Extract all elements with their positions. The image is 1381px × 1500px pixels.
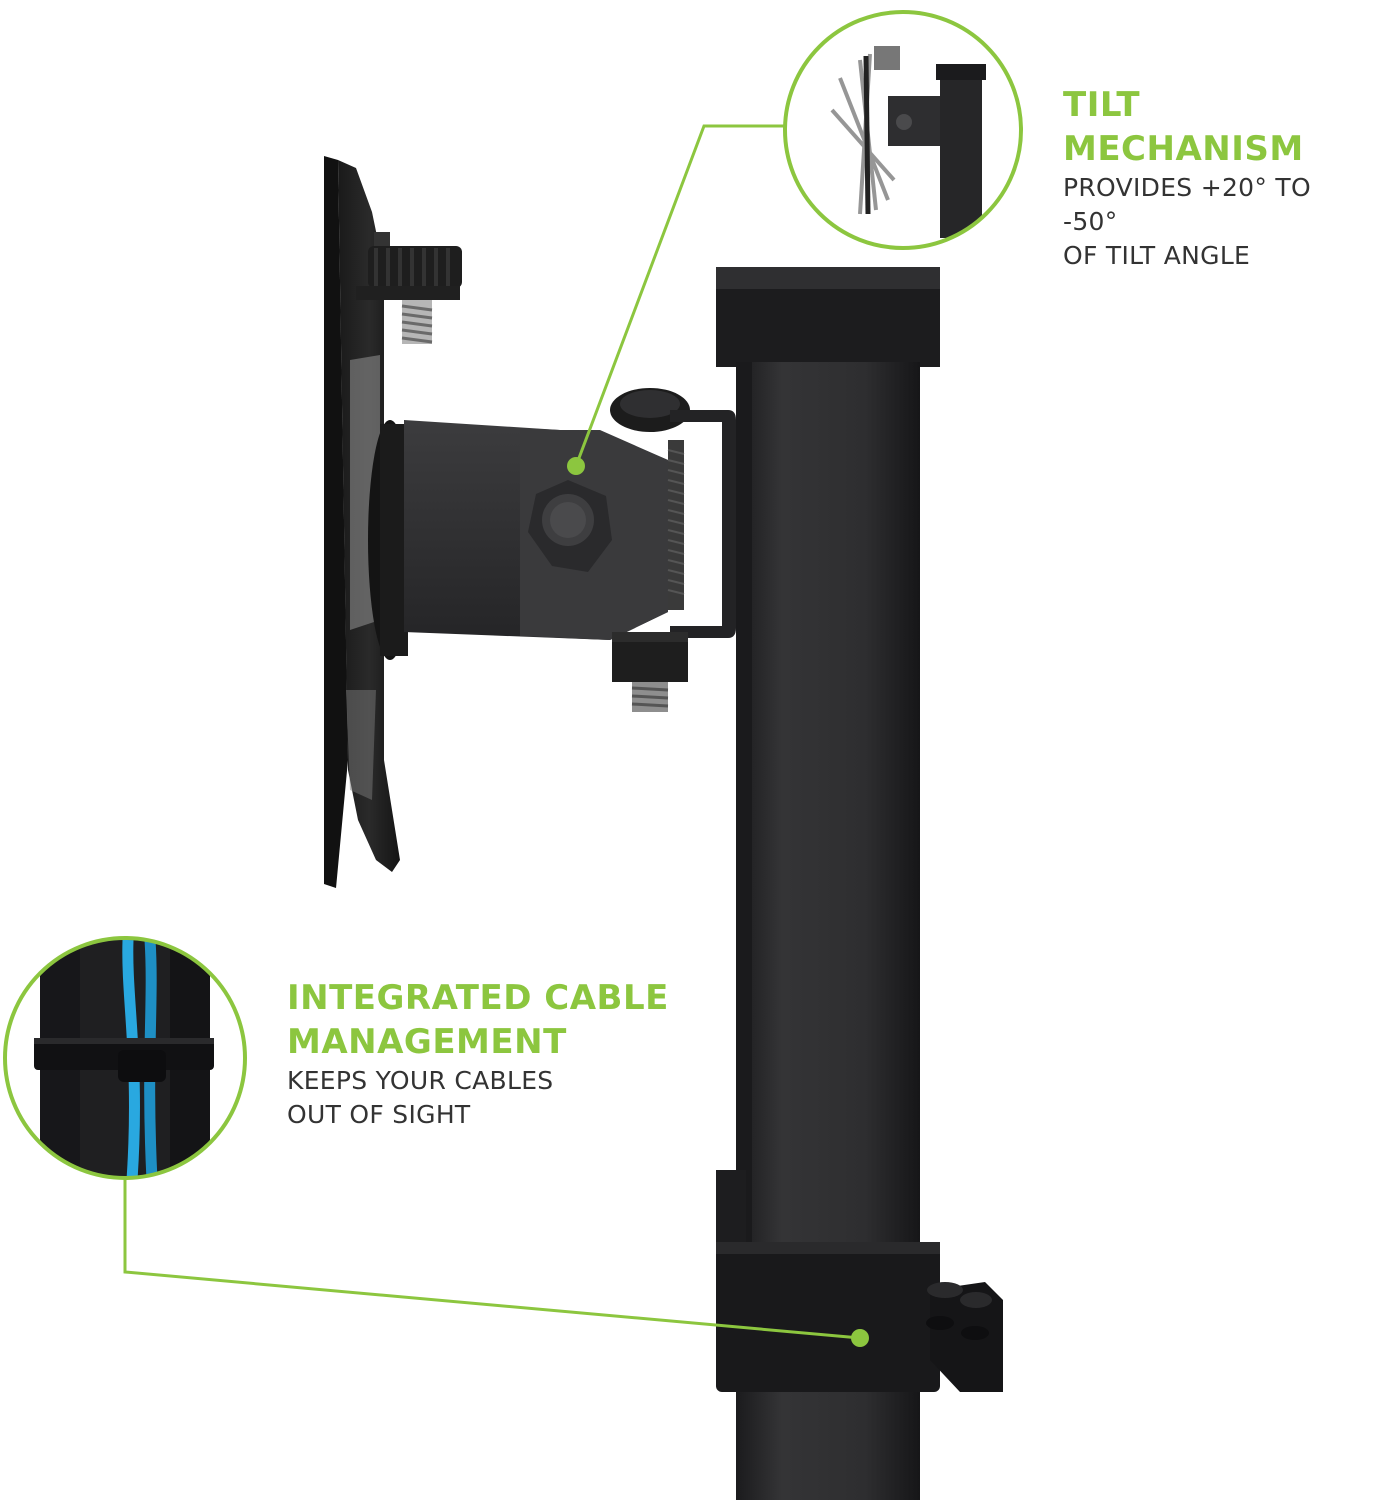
tilt-heading: TILT MECHANISM bbox=[1063, 85, 1304, 169]
tilt-desc-line-2: OF TILT ANGLE bbox=[1063, 241, 1251, 270]
tilt-callout: TILT MECHANISM PROVIDES +20° TO -50° OF … bbox=[1063, 83, 1373, 273]
cable-heading-line-1: INTEGRATED CABLE bbox=[287, 978, 669, 1018]
tilt-leader-dot bbox=[567, 457, 585, 475]
tension-knob bbox=[356, 232, 462, 344]
cable-heading-line-2: MANAGEMENT bbox=[287, 1022, 567, 1062]
cable-desc-line-1: KEEPS YOUR CABLES bbox=[287, 1066, 554, 1095]
cable-leader-dot bbox=[851, 1329, 869, 1347]
cable-inset-image bbox=[3, 936, 247, 1180]
tilt-desc-line-1: PROVIDES +20° TO -50° bbox=[1063, 173, 1311, 236]
cable-leader-line bbox=[123, 1178, 861, 1340]
tilt-bracket bbox=[368, 388, 736, 712]
cable-desc-line-2: OUT OF SIGHT bbox=[287, 1100, 471, 1129]
cable-callout: INTEGRATED CABLE MANAGEMENT KEEPS YOUR C… bbox=[287, 976, 687, 1132]
pole bbox=[716, 267, 1003, 1500]
tilt-inset-image bbox=[783, 10, 1023, 250]
tilt-leader-line bbox=[574, 124, 784, 467]
